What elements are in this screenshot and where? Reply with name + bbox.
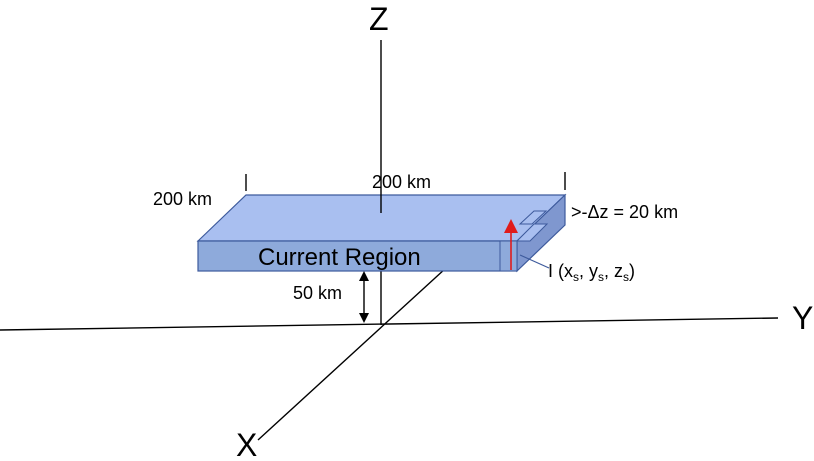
region-height-label: 50 km [293, 283, 342, 303]
region-depth-label: 200 km [153, 189, 212, 209]
region-label: Current Region [258, 244, 421, 271]
source-leader-line [519, 254, 550, 269]
region-thickness-label: >-Δz = 20 km [571, 202, 678, 222]
source-label: I (xs, ys, zs) [548, 261, 635, 284]
region-width-label: 200 km [372, 172, 431, 192]
x-axis-label: X [236, 427, 257, 461]
slab-front-face [197, 240, 518, 272]
x-axis-line [257, 267, 447, 441]
z-axis-label: Z [369, 1, 389, 37]
source-cell-front [499, 240, 518, 272]
current-arrow-head [504, 219, 518, 233]
y-axis-line [0, 317, 779, 331]
y-axis-label: Y [792, 300, 813, 336]
source-cell-box [518, 210, 548, 225]
